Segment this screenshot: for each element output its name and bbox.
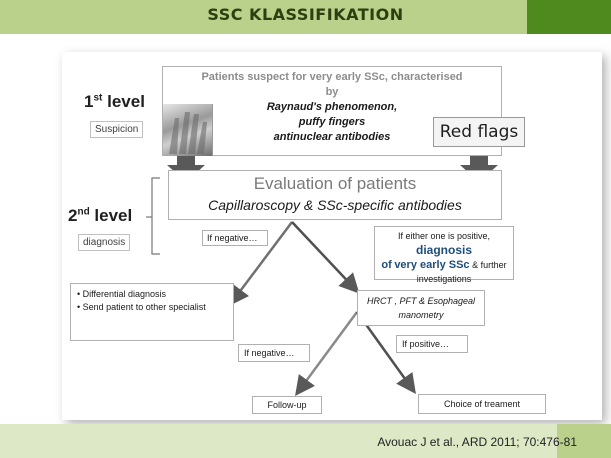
diagnosis-tag: diagnosis [78,234,131,251]
suspect-line-2: by [325,86,339,98]
hand-photo [163,104,213,156]
suspicion-tag: Suspicion [90,121,144,138]
arrow-to-differential [229,221,293,306]
suspect-line-4: puffy fingers [298,116,366,128]
if-negative-text-2: If negative… [244,348,295,358]
if-positive-label: If positive… [396,335,468,353]
positive-text-1: If either one is positive, [397,231,491,241]
follow-up-box: Follow-up [252,396,322,414]
suspect-line-3: Raynaud's phenomenon, [266,101,398,113]
suspect-box: Patients suspect for very early SSc, cha… [162,66,502,156]
tests-box: HRCT , PFT & Esophageal manometry [357,290,485,326]
tests-line-2: manometry [398,310,444,320]
arrow-to-tests [291,221,360,294]
positive-note-box: If either one is positive, diagnosis of … [374,226,514,284]
if-negative-label-1: If negative… [202,230,268,246]
second-level-label: 2nd level [68,206,133,225]
citation: Avouac J et al., ARD 2011; 70:476-81 [377,435,577,449]
evaluation-title: Evaluation of patients [253,174,417,193]
red-flags-text: Red flags [439,122,519,142]
first-level-label: 1st level [84,92,145,111]
evaluation-subtitle: Capillaroscopy & SSc-specific antibodies [208,197,462,213]
suspect-line-5: antinuclear antibodies [273,131,391,143]
hand-photo-lines [169,112,207,154]
if-negative-label-2: If negative… [238,344,310,362]
evaluation-box: Evaluation of patients Capillaroscopy & … [168,170,502,220]
positive-text-2: diagnosis [415,243,472,257]
header-bar [0,0,611,34]
tests-line-1: HRCT , PFT & Esophageal [366,296,476,306]
follow-up-text: Follow-up [267,400,307,410]
differential-text-1: Differential diagnosis [82,289,167,299]
footer-band [0,424,611,458]
if-positive-text: If positive… [402,339,450,349]
treatment-box: Choice of treament [418,394,546,414]
differential-item-2: • Send patient to other specialist [77,302,206,312]
if-negative-text-1: If negative… [207,233,258,243]
differential-text-2: Send patient to other specialist [82,302,206,312]
positive-text-4: very early SSc [394,259,470,271]
header-accent [527,0,611,34]
suspect-line-1: Patients suspect for very early SSc, cha… [201,71,463,83]
slide-title: SSC KLASSIFIKATION [207,5,404,24]
level-bracket [151,177,160,255]
differential-item-1: • Differential diagnosis [77,289,167,299]
arrow-to-follow-up [295,311,359,397]
positive-text-5: & further investigations [416,260,507,284]
footer-accent [557,424,611,458]
positive-text-3: of [381,259,392,271]
treatment-text: Choice of treament [443,399,521,409]
suspect-down-arrow [167,155,205,182]
differential-box: • Differential diagnosis • Send patient … [70,283,234,341]
red-flags-box: Red flags [433,117,525,147]
